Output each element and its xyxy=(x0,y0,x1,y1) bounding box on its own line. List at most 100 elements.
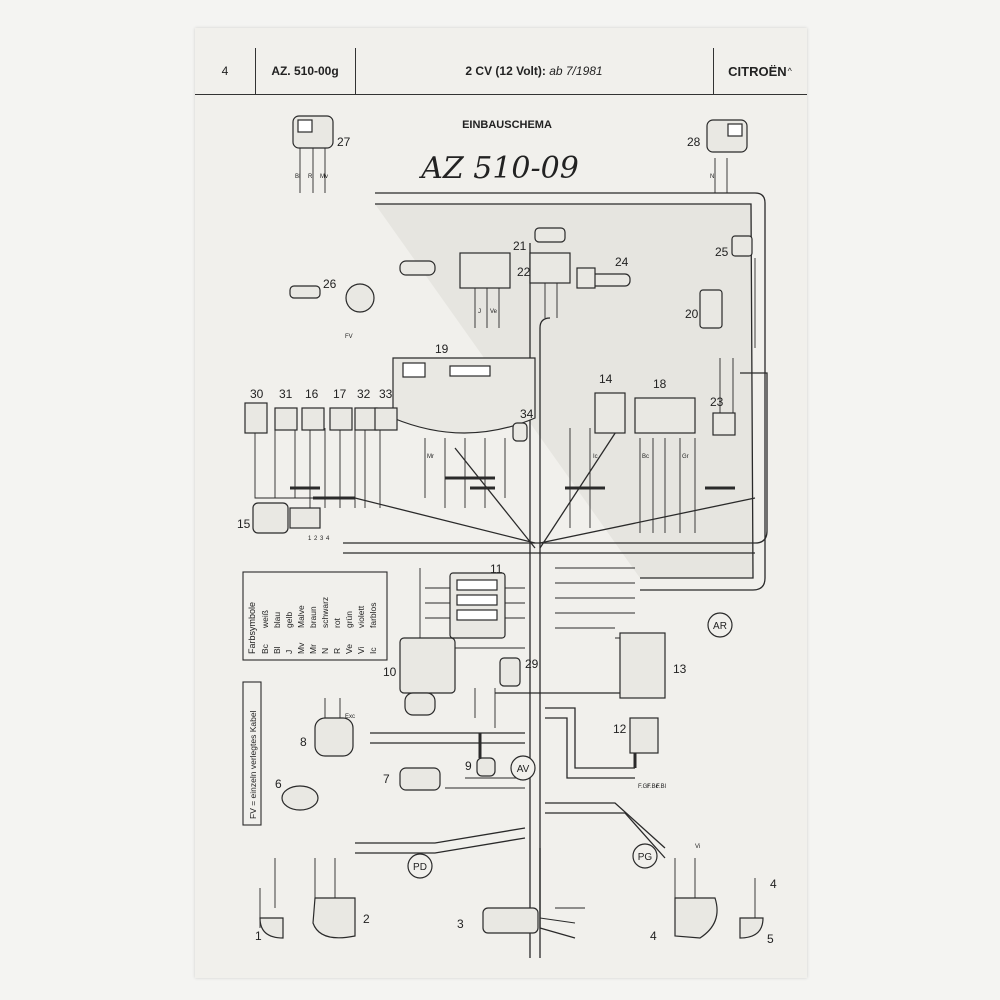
header-brand-cell: CITROËN ^ xyxy=(713,48,807,94)
label-16: 16 xyxy=(305,387,319,401)
component-20-sensor xyxy=(699,289,723,329)
wire-color-labels: Bl R Mv N J Ve Ic Bc Mr Gr FV Exc Vi F.G… xyxy=(295,174,714,850)
legend-color: gelb xyxy=(284,612,294,628)
label-17: 17 xyxy=(333,387,347,401)
legend-color: violett xyxy=(356,605,366,628)
label-28: 28 xyxy=(687,135,701,149)
wire-label-gr: Gr xyxy=(682,454,689,460)
legend-color: blau xyxy=(272,612,282,628)
component-29-flasher xyxy=(499,657,521,687)
label-21: 21 xyxy=(513,239,527,253)
component-21-switch xyxy=(399,252,511,289)
legend-code: R xyxy=(332,648,342,654)
component-25-relay xyxy=(731,235,753,257)
wire-label-mv: Mv xyxy=(320,174,328,180)
wire-label-pin-1: 1 xyxy=(308,536,312,542)
wire-label-j: J xyxy=(478,309,481,315)
legend-code: Mv xyxy=(296,642,306,654)
chevron-logo-icon: ^ xyxy=(787,66,792,76)
label-20: 20 xyxy=(685,307,699,321)
label-6: 6 xyxy=(275,777,282,791)
label-32: 32 xyxy=(357,387,371,401)
diagram-title: EINBAUSCHEMA xyxy=(462,119,552,131)
label-14: 14 xyxy=(599,372,613,386)
legend-code: J xyxy=(284,650,294,654)
component-24-lever xyxy=(576,267,631,289)
component-26-switch xyxy=(289,283,375,313)
label-26: 26 xyxy=(323,277,337,291)
label-15: 15 xyxy=(237,517,251,531)
component-27-lamp xyxy=(292,115,334,149)
label-30: 30 xyxy=(250,387,264,401)
label-4-right: 4 xyxy=(770,877,777,891)
label-11: 11 xyxy=(490,562,503,576)
legend-code: Ve xyxy=(344,644,354,654)
fv-note-box: FV = einzeln verlegtes Kabel xyxy=(242,681,262,826)
label-25: 25 xyxy=(715,245,729,259)
vehicle-date: ab 7/1981 xyxy=(549,64,603,78)
wire-label-ve: Ve xyxy=(490,309,498,315)
connector-av-circle xyxy=(510,755,536,781)
legend-color: Malve xyxy=(296,605,306,628)
connector-pd: PD xyxy=(413,862,427,873)
label-5: 5 xyxy=(767,932,774,946)
wire-label-bl: Bl xyxy=(295,174,300,180)
wire-label-n: N xyxy=(710,174,714,180)
component-14-unit xyxy=(594,392,626,434)
label-7: 7 xyxy=(383,772,390,786)
component-6-lamp xyxy=(281,785,319,811)
component-23-lamp xyxy=(712,412,736,436)
label-23: 23 xyxy=(710,395,724,409)
header-ref-cell: AZ. 510-00g xyxy=(255,48,356,94)
component-22-ignition xyxy=(529,227,571,284)
label-24: 24 xyxy=(615,255,629,269)
vehicle-model: 2 CV (12 Volt): xyxy=(465,64,546,78)
component-8-horn xyxy=(314,717,354,757)
label-1: 1 xyxy=(255,929,262,943)
label-33: 33 xyxy=(379,387,393,401)
wire-label-fv: FV xyxy=(345,334,353,340)
fv-note: FV = einzeln verlegtes Kabel xyxy=(248,710,258,819)
component-5-indicator-right xyxy=(739,917,764,939)
wire-label-ic: Ic xyxy=(593,454,598,460)
label-8: 8 xyxy=(300,735,307,749)
wire-label-pin-2: 2 xyxy=(314,536,318,542)
connector-pg-circle xyxy=(632,843,658,869)
label-22: 22 xyxy=(517,265,531,279)
legend-color: rot xyxy=(332,617,342,628)
label-31: 31 xyxy=(279,387,293,401)
label-2: 2 xyxy=(363,912,370,926)
components-30-33-lamps xyxy=(244,402,398,434)
handwritten-note: AZ 510-09 xyxy=(418,151,579,186)
header-divider xyxy=(195,94,807,95)
component-9-sender xyxy=(476,757,496,777)
label-34: 34 xyxy=(520,407,534,421)
legend-code: Bc xyxy=(260,643,270,654)
legend-code: Ic xyxy=(368,647,378,654)
component-15-motor xyxy=(252,502,321,534)
component-12-relay xyxy=(629,717,659,754)
component-10-motor xyxy=(399,637,456,716)
wire-label-fgr: F.Gr xyxy=(638,784,649,790)
label-10: 10 xyxy=(383,665,397,679)
label-13: 13 xyxy=(673,662,687,676)
connector-av: AV xyxy=(517,764,530,775)
component-34-bulb xyxy=(512,422,528,442)
legend-code: Vi xyxy=(356,646,366,654)
component-28-lamp xyxy=(706,119,748,153)
component-1-indicator-left xyxy=(259,917,284,939)
legend-color: weiß xyxy=(260,610,270,629)
wire-label-fbl: F.Bl xyxy=(656,784,666,790)
brand-logo: CITROËN xyxy=(728,63,787,79)
wire-label-pin-4: 4 xyxy=(326,536,330,542)
legend-color: schwarz xyxy=(320,597,330,628)
component-11-fusebox xyxy=(449,572,506,639)
component-7-coil xyxy=(399,767,441,791)
legend-code: N xyxy=(320,648,330,654)
component-13-relay xyxy=(619,632,666,699)
schematic: AV AR PD PG EINBAUSCHEMA AZ 510-09 1 2 3… xyxy=(237,115,777,958)
wire-label-pin-3: 3 xyxy=(320,536,324,542)
wire-label-bc: Bc xyxy=(642,454,649,460)
legend-code: Bl xyxy=(272,646,282,654)
label-27: 27 xyxy=(337,135,351,149)
